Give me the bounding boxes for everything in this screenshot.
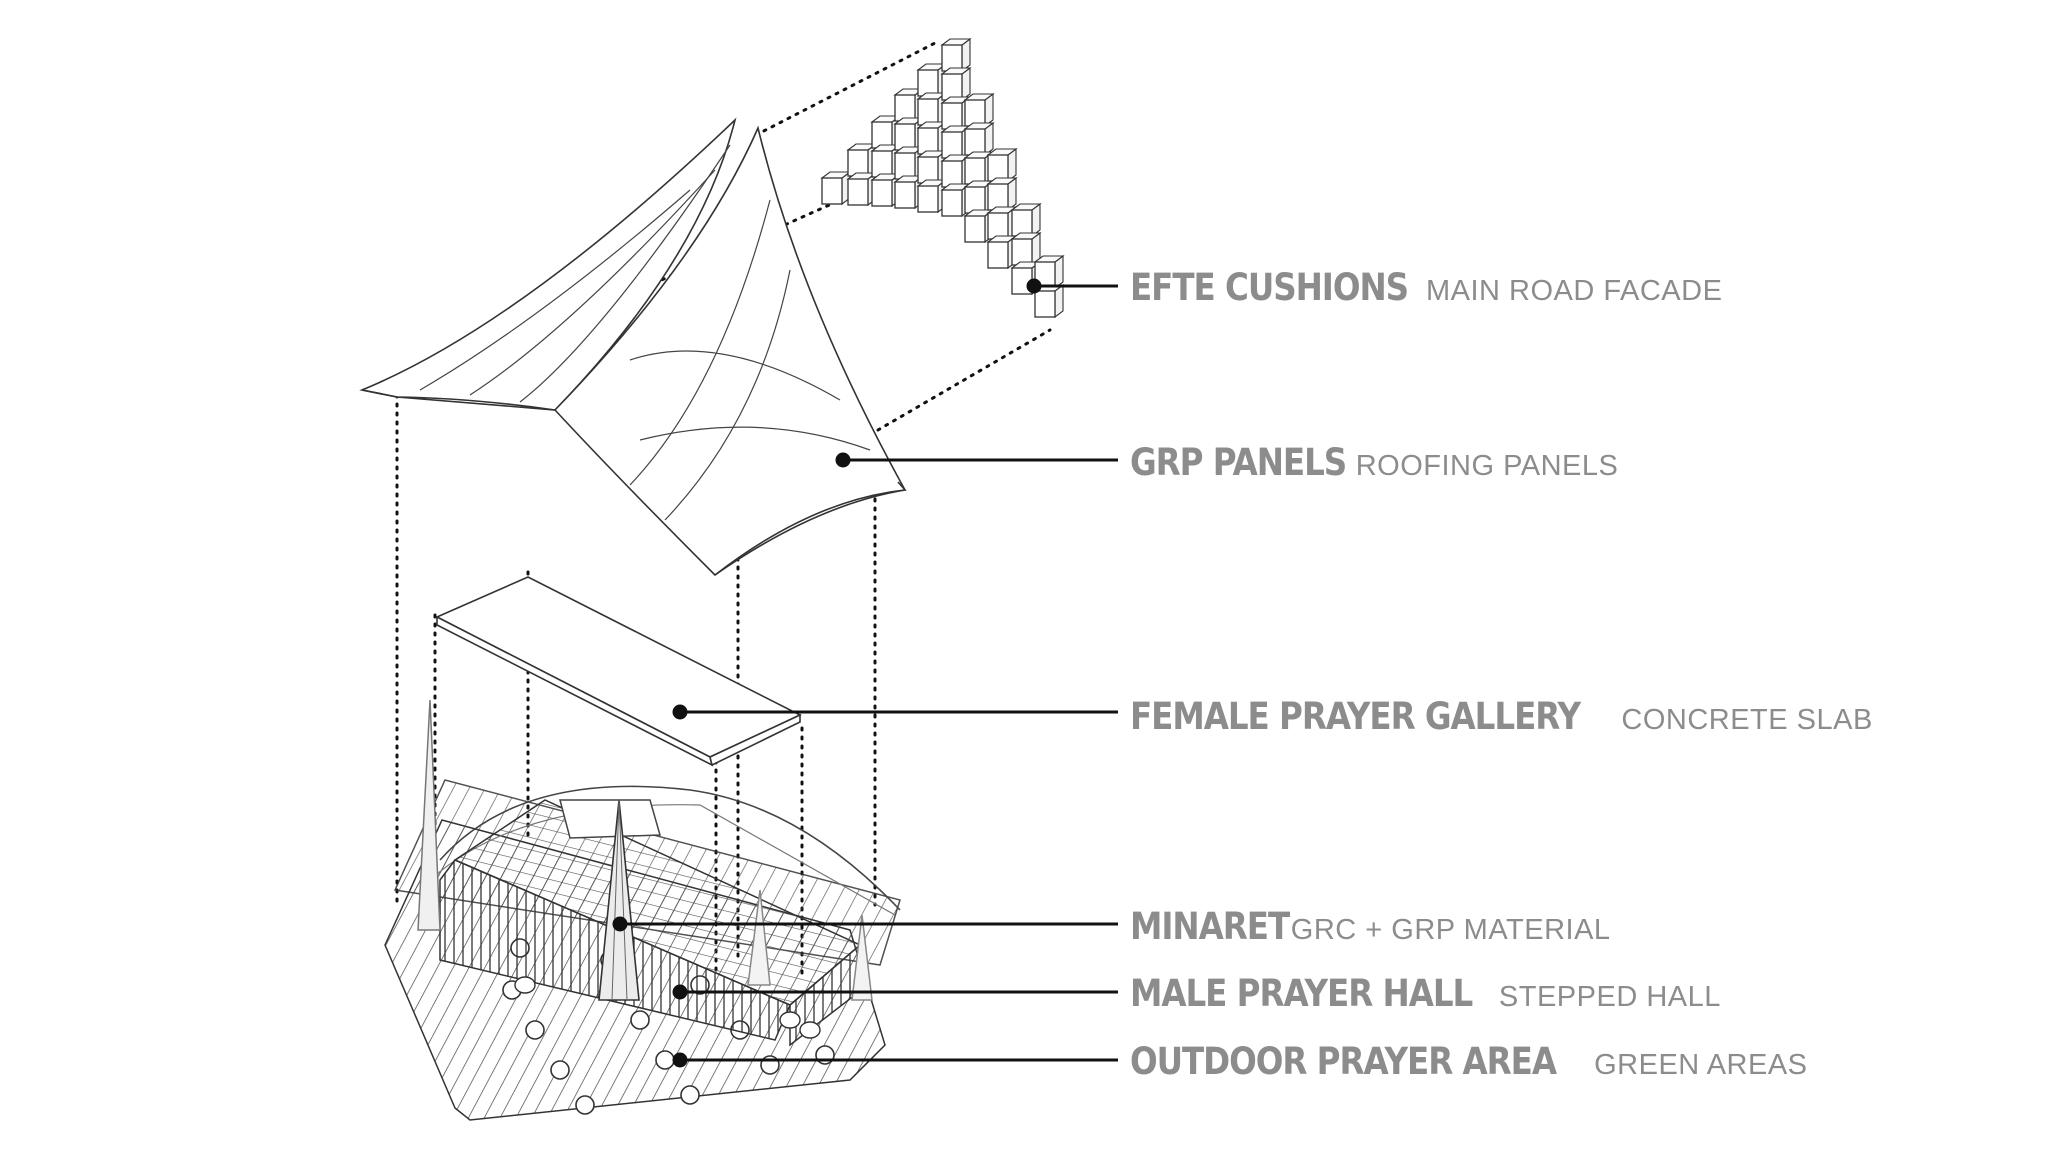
efte-cushion [917, 156, 939, 184]
label-male-prayer-hall: MALE PRAYER HALL STEPPED HALL [1130, 972, 1721, 1015]
label-subtitle: GRC + GRP MATERIAL [1290, 914, 1611, 946]
efte-cushion [1011, 238, 1033, 266]
efte-cushion [871, 179, 893, 207]
female-prayer-gallery-drawing [435, 576, 802, 767]
efte-cushion [894, 123, 916, 151]
efte-cushion [917, 98, 939, 126]
efte-cushion [1011, 209, 1033, 237]
efte-cushion [964, 157, 986, 185]
efte-cushion [941, 73, 963, 101]
efte-cushion [894, 94, 916, 122]
efte-cushion [821, 177, 843, 205]
label-female-prayer-gallery: FEMALE PRAYER GALLERY CONCRETE SLAB [1130, 695, 1873, 738]
efte-cushion [964, 215, 986, 243]
label-title: EFTE CUSHIONS [1130, 266, 1409, 309]
efte-cushion [964, 99, 986, 127]
label-subtitle: ROOFING PANELS [1355, 450, 1619, 482]
efte-cushion [941, 189, 963, 217]
efte-cushion [941, 102, 963, 130]
efte-cushion [847, 149, 869, 177]
label-subtitle: CONCRETE SLAB [1621, 704, 1873, 736]
efte-cushion [871, 121, 893, 149]
efte-cushion [917, 69, 939, 97]
efte-cushion [964, 128, 986, 156]
label-subtitle: GREEN AREAS [1594, 1049, 1808, 1081]
efte-cushion [871, 150, 893, 178]
label-title: OUTDOOR PRAYER AREA [1130, 1040, 1557, 1083]
label-efte-cushions: EFTE CUSHIONS MAIN ROAD FACADE [1130, 266, 1722, 309]
grp-panels-roof-drawing [359, 117, 907, 577]
efte-cushion [987, 241, 1009, 269]
efte-cushion [894, 152, 916, 180]
label-grp-panels: GRP PANELS ROOFING PANELS [1130, 441, 1618, 484]
label-minaret: MINARET GRC + GRP MATERIAL [1130, 905, 1611, 948]
efte-cushion [987, 212, 1009, 240]
label-title: GRP PANELS [1130, 441, 1347, 484]
efte-cushion [941, 160, 963, 188]
efte-cushion [987, 183, 1009, 211]
efte-cushion [1034, 290, 1056, 318]
efte-cushion [964, 186, 986, 214]
label-outdoor-prayer-area: OUTDOOR PRAYER AREA GREEN AREAS [1130, 1040, 1808, 1083]
label-title: FEMALE PRAYER GALLERY [1130, 695, 1581, 738]
efte-cushion [941, 131, 963, 159]
efte-cushion [917, 127, 939, 155]
efte-cushions-drawing [820, 37, 1065, 319]
label-title: MINARET [1130, 905, 1290, 948]
label-subtitle: STEPPED HALL [1498, 981, 1721, 1013]
label-subtitle: MAIN ROAD FACADE [1426, 275, 1723, 307]
efte-cushion [847, 178, 869, 206]
leader-lines [612, 278, 1118, 1068]
minaret-drawing [598, 799, 640, 1001]
label-title: MALE PRAYER HALL [1130, 972, 1473, 1015]
efte-cushion [894, 181, 916, 209]
efte-cushion [941, 44, 963, 72]
efte-cushion [917, 185, 939, 213]
efte-cushion [987, 154, 1009, 182]
